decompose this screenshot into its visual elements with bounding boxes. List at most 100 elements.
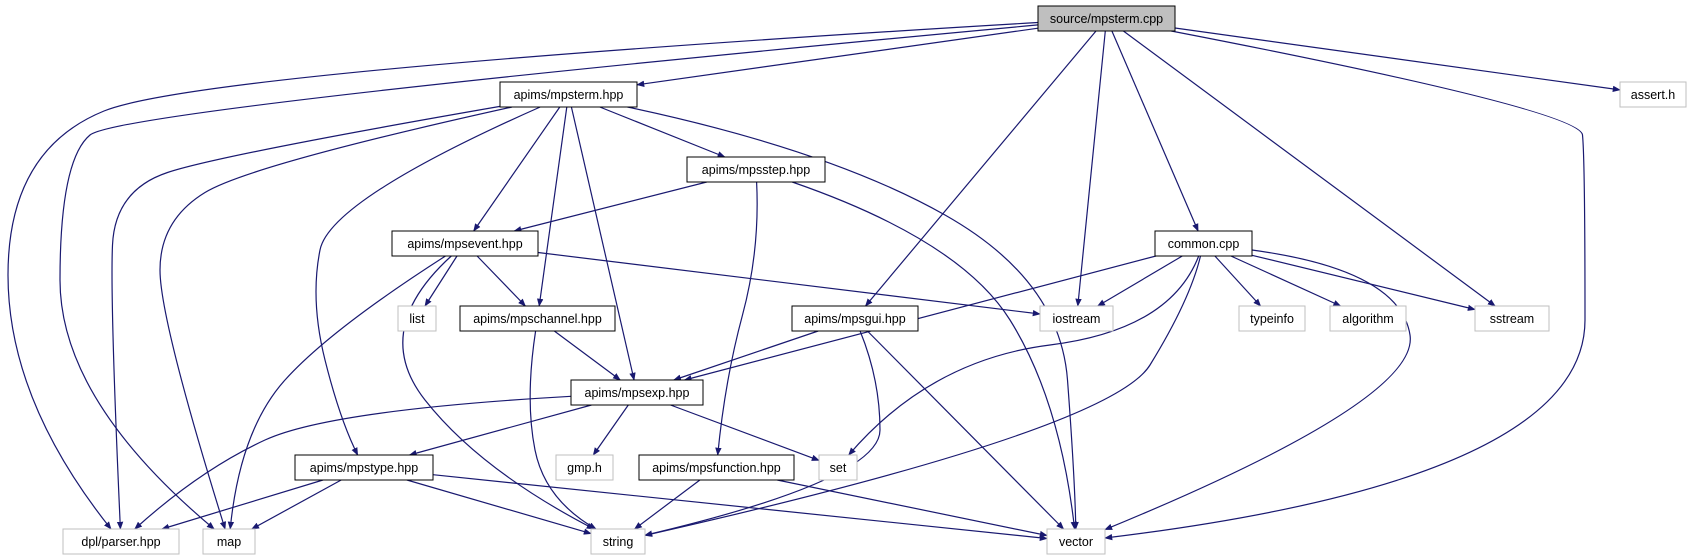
node-mpsterm-hpp[interactable]: apims/mpsterm.hpp bbox=[499, 81, 638, 108]
node-box bbox=[791, 305, 919, 332]
node-mpsfunction-hpp[interactable]: apims/mpsfunction.hpp bbox=[638, 454, 795, 481]
node-vector: vector bbox=[1046, 528, 1106, 555]
node-label: vector bbox=[1059, 535, 1093, 549]
edge-mpsterm_hpp-to-map bbox=[159, 106, 513, 530]
node-mpsevent-hpp[interactable]: apims/mpsevent.hpp bbox=[391, 230, 539, 257]
edge-mpsterm_cpp-to-sstream bbox=[1123, 30, 1496, 307]
node-box bbox=[1474, 305, 1550, 332]
edge-mpsterm_cpp-to-dpl_parser_hpp bbox=[7, 21, 1039, 530]
node-label: apims/mpsgui.hpp bbox=[804, 312, 905, 326]
node-label: assert.h bbox=[1631, 88, 1676, 102]
edge-mpsexp_hpp-to-mpstype_hpp bbox=[408, 404, 592, 457]
edge-mpsexp_hpp-to-set bbox=[670, 404, 820, 461]
node-box bbox=[1619, 81, 1687, 108]
edge-mpsterm_cpp-to-map bbox=[59, 24, 1039, 530]
nodes-layer: source/mpsterm.cpp apims/mpsterm.hpp asser… bbox=[62, 5, 1687, 555]
node-sstream: sstream bbox=[1474, 305, 1550, 332]
node-box bbox=[294, 454, 434, 481]
node-label: map bbox=[217, 535, 241, 549]
node-typeinfo: typeinfo bbox=[1238, 305, 1306, 332]
edge-mpsgui_hpp-to-mpsexp_hpp bbox=[673, 330, 819, 381]
node-mpschannel-hpp[interactable]: apims/mpschannel.hpp bbox=[459, 305, 616, 332]
edge-mpsterm_hpp-to-mpschannel_hpp bbox=[537, 106, 568, 307]
node-label: source/mpsterm.cpp bbox=[1050, 12, 1163, 26]
edge-mpsevent_hpp-to-map bbox=[227, 255, 446, 530]
edge-mpsgui_hpp-to-string bbox=[644, 330, 881, 537]
edge-mpsterm_hpp-to-mpsevent_hpp bbox=[473, 106, 561, 232]
node-box bbox=[818, 454, 858, 481]
node-box bbox=[686, 156, 826, 183]
node-mpsterm-cpp[interactable]: source/mpsterm.cpp bbox=[1037, 5, 1176, 32]
edge-mpschannel_hpp-to-string bbox=[529, 330, 597, 530]
node-box bbox=[391, 230, 539, 257]
edge-common_cpp-to-algorithm bbox=[1230, 255, 1342, 307]
node-set: set bbox=[818, 454, 858, 481]
node-box bbox=[459, 305, 616, 332]
edge-mpsterm_hpp-to-mpsstep_hpp bbox=[599, 106, 726, 158]
edge-mpsstep_hpp-to-mpsevent_hpp bbox=[513, 181, 707, 233]
edge-mpsfunction_hpp-to-vector bbox=[777, 479, 1048, 538]
node-dpl-parser-hpp: dpl/parser.hpp bbox=[62, 528, 180, 555]
edge-mpsevent_hpp-to-string bbox=[402, 255, 595, 530]
node-label: apims/mpsevent.hpp bbox=[407, 237, 522, 251]
node-label: set bbox=[830, 461, 847, 475]
node-label: apims/mpsfunction.hpp bbox=[652, 461, 781, 475]
edge-mpsgui_hpp-to-vector bbox=[866, 330, 1065, 530]
edge-mpstype_hpp-to-string bbox=[406, 479, 592, 535]
edge-mpsterm_cpp-to-common_cpp bbox=[1111, 30, 1199, 232]
node-box bbox=[202, 528, 256, 555]
edge-common_cpp-to-iostream bbox=[1097, 255, 1183, 307]
node-box bbox=[1046, 528, 1106, 555]
edge-mpsfunction_hpp-to-string bbox=[633, 479, 701, 530]
edge-mpsterm_cpp-to-mpsterm_hpp bbox=[636, 27, 1039, 87]
node-mpsgui-hpp[interactable]: apims/mpsgui.hpp bbox=[791, 305, 919, 332]
node-box bbox=[397, 305, 437, 332]
node-assert-h: assert.h bbox=[1619, 81, 1687, 108]
edge-common_cpp-to-sstream bbox=[1251, 254, 1476, 311]
edge-common_cpp-to-set bbox=[848, 255, 1200, 456]
edge-mpsstep_hpp-to-mpsfunction_hpp bbox=[715, 181, 758, 456]
node-label: common.cpp bbox=[1168, 237, 1240, 251]
edge-mpsterm_hpp-to-vector bbox=[627, 106, 1079, 530]
node-box bbox=[499, 81, 638, 108]
node-box bbox=[638, 454, 795, 481]
node-label: apims/mpsterm.hpp bbox=[514, 88, 624, 102]
edge-mpstype_hpp-to-map bbox=[251, 479, 342, 530]
edge-mpsterm_hpp-to-dpl_parser_hpp bbox=[111, 105, 501, 530]
edge-mpsevent_hpp-to-list bbox=[424, 255, 458, 307]
edge-mpsterm_hpp-to-mpsexp_hpp bbox=[570, 106, 636, 381]
edges-layer bbox=[7, 21, 1621, 541]
node-label: list bbox=[409, 312, 425, 326]
edge-mpsterm_hpp-to-mpstype_hpp bbox=[315, 106, 541, 456]
edge-mpstype_hpp-to-vector bbox=[432, 474, 1048, 541]
node-box bbox=[1039, 305, 1114, 332]
node-box bbox=[570, 379, 704, 406]
edge-common_cpp-to-string bbox=[644, 255, 1202, 537]
node-map: map bbox=[202, 528, 256, 555]
node-label: apims/mpsstep.hpp bbox=[702, 163, 810, 177]
edge-mpsevent_hpp-to-iostream bbox=[537, 251, 1041, 317]
node-label: sstream bbox=[1490, 312, 1534, 326]
node-label: iostream bbox=[1053, 312, 1101, 326]
node-list: list bbox=[397, 305, 437, 332]
edge-mpsstep_hpp-to-vector bbox=[792, 181, 1077, 530]
edge-mpsexp_hpp-to-dpl_parser_hpp bbox=[134, 395, 572, 530]
node-string: string bbox=[590, 528, 646, 555]
node-label: apims/mpschannel.hpp bbox=[473, 312, 602, 326]
edge-mpsexp_hpp-to-gmp_h bbox=[592, 404, 629, 456]
node-mpsstep-hpp[interactable]: apims/mpsstep.hpp bbox=[686, 156, 826, 183]
edge-mpsterm_cpp-to-iostream bbox=[1075, 30, 1106, 307]
edge-mpsterm_cpp-to-assert_h bbox=[1174, 27, 1621, 93]
edge-mpsevent_hpp-to-mpschannel_hpp bbox=[476, 255, 526, 307]
node-label: dpl/parser.hpp bbox=[81, 535, 160, 549]
edge-common_cpp-to-typeinfo bbox=[1214, 255, 1262, 307]
node-common-cpp[interactable]: common.cpp bbox=[1154, 230, 1253, 257]
node-box bbox=[1037, 5, 1176, 32]
node-mpstype-hpp[interactable]: apims/mpstype.hpp bbox=[294, 454, 434, 481]
edge-mpsterm_cpp-to-vector bbox=[1104, 30, 1586, 541]
edge-mpschannel_hpp-to-mpsexp_hpp bbox=[553, 330, 621, 381]
node-iostream: iostream bbox=[1039, 305, 1114, 332]
node-label: algorithm bbox=[1342, 312, 1393, 326]
node-mpsexp-hpp[interactable]: apims/mpsexp.hpp bbox=[570, 379, 704, 406]
